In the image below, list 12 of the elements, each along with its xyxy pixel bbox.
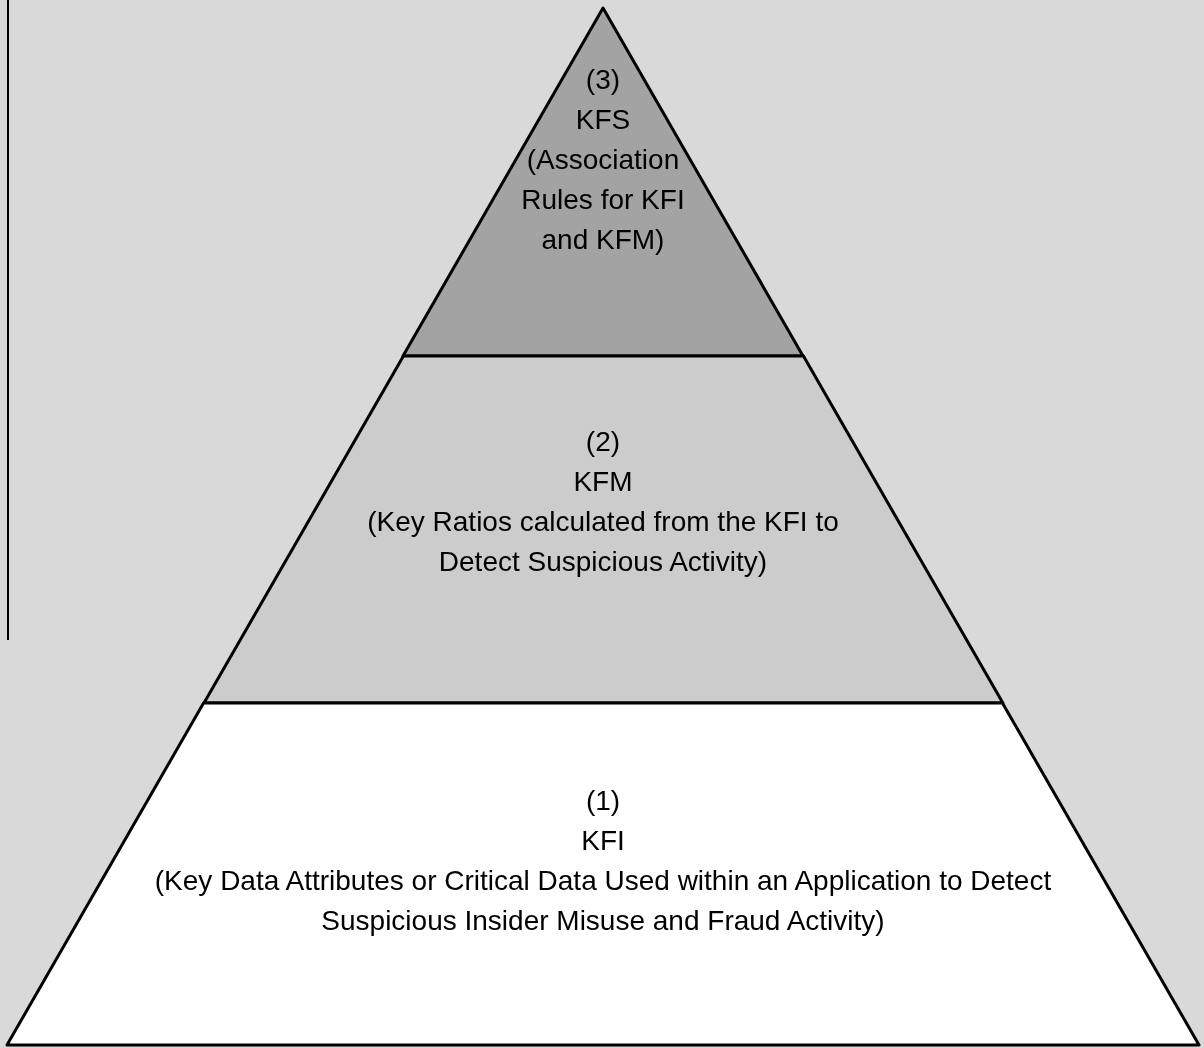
level-description: (Association Rules for KFI and KFM) <box>520 143 686 257</box>
level-description: (Key Data Attributes or Critical Data Used within an Application to Detect Suspicious Insider Misuse and Fraud Activity) <box>153 864 1053 938</box>
pyramid-level <box>403 8 803 356</box>
pyramid-level <box>7 703 1199 1045</box>
level-description: (Key Ratios calculated from the KFI to Detect Suspicious Activity) <box>366 505 840 579</box>
level-number: (3) <box>585 63 621 97</box>
pyramid-level <box>203 356 1003 703</box>
level-number: (2) <box>585 425 621 459</box>
level-title: KFM <box>573 465 633 499</box>
level-title: KFS <box>575 103 631 137</box>
level-number: (1) <box>585 784 621 818</box>
level-title: KFI <box>581 824 625 858</box>
